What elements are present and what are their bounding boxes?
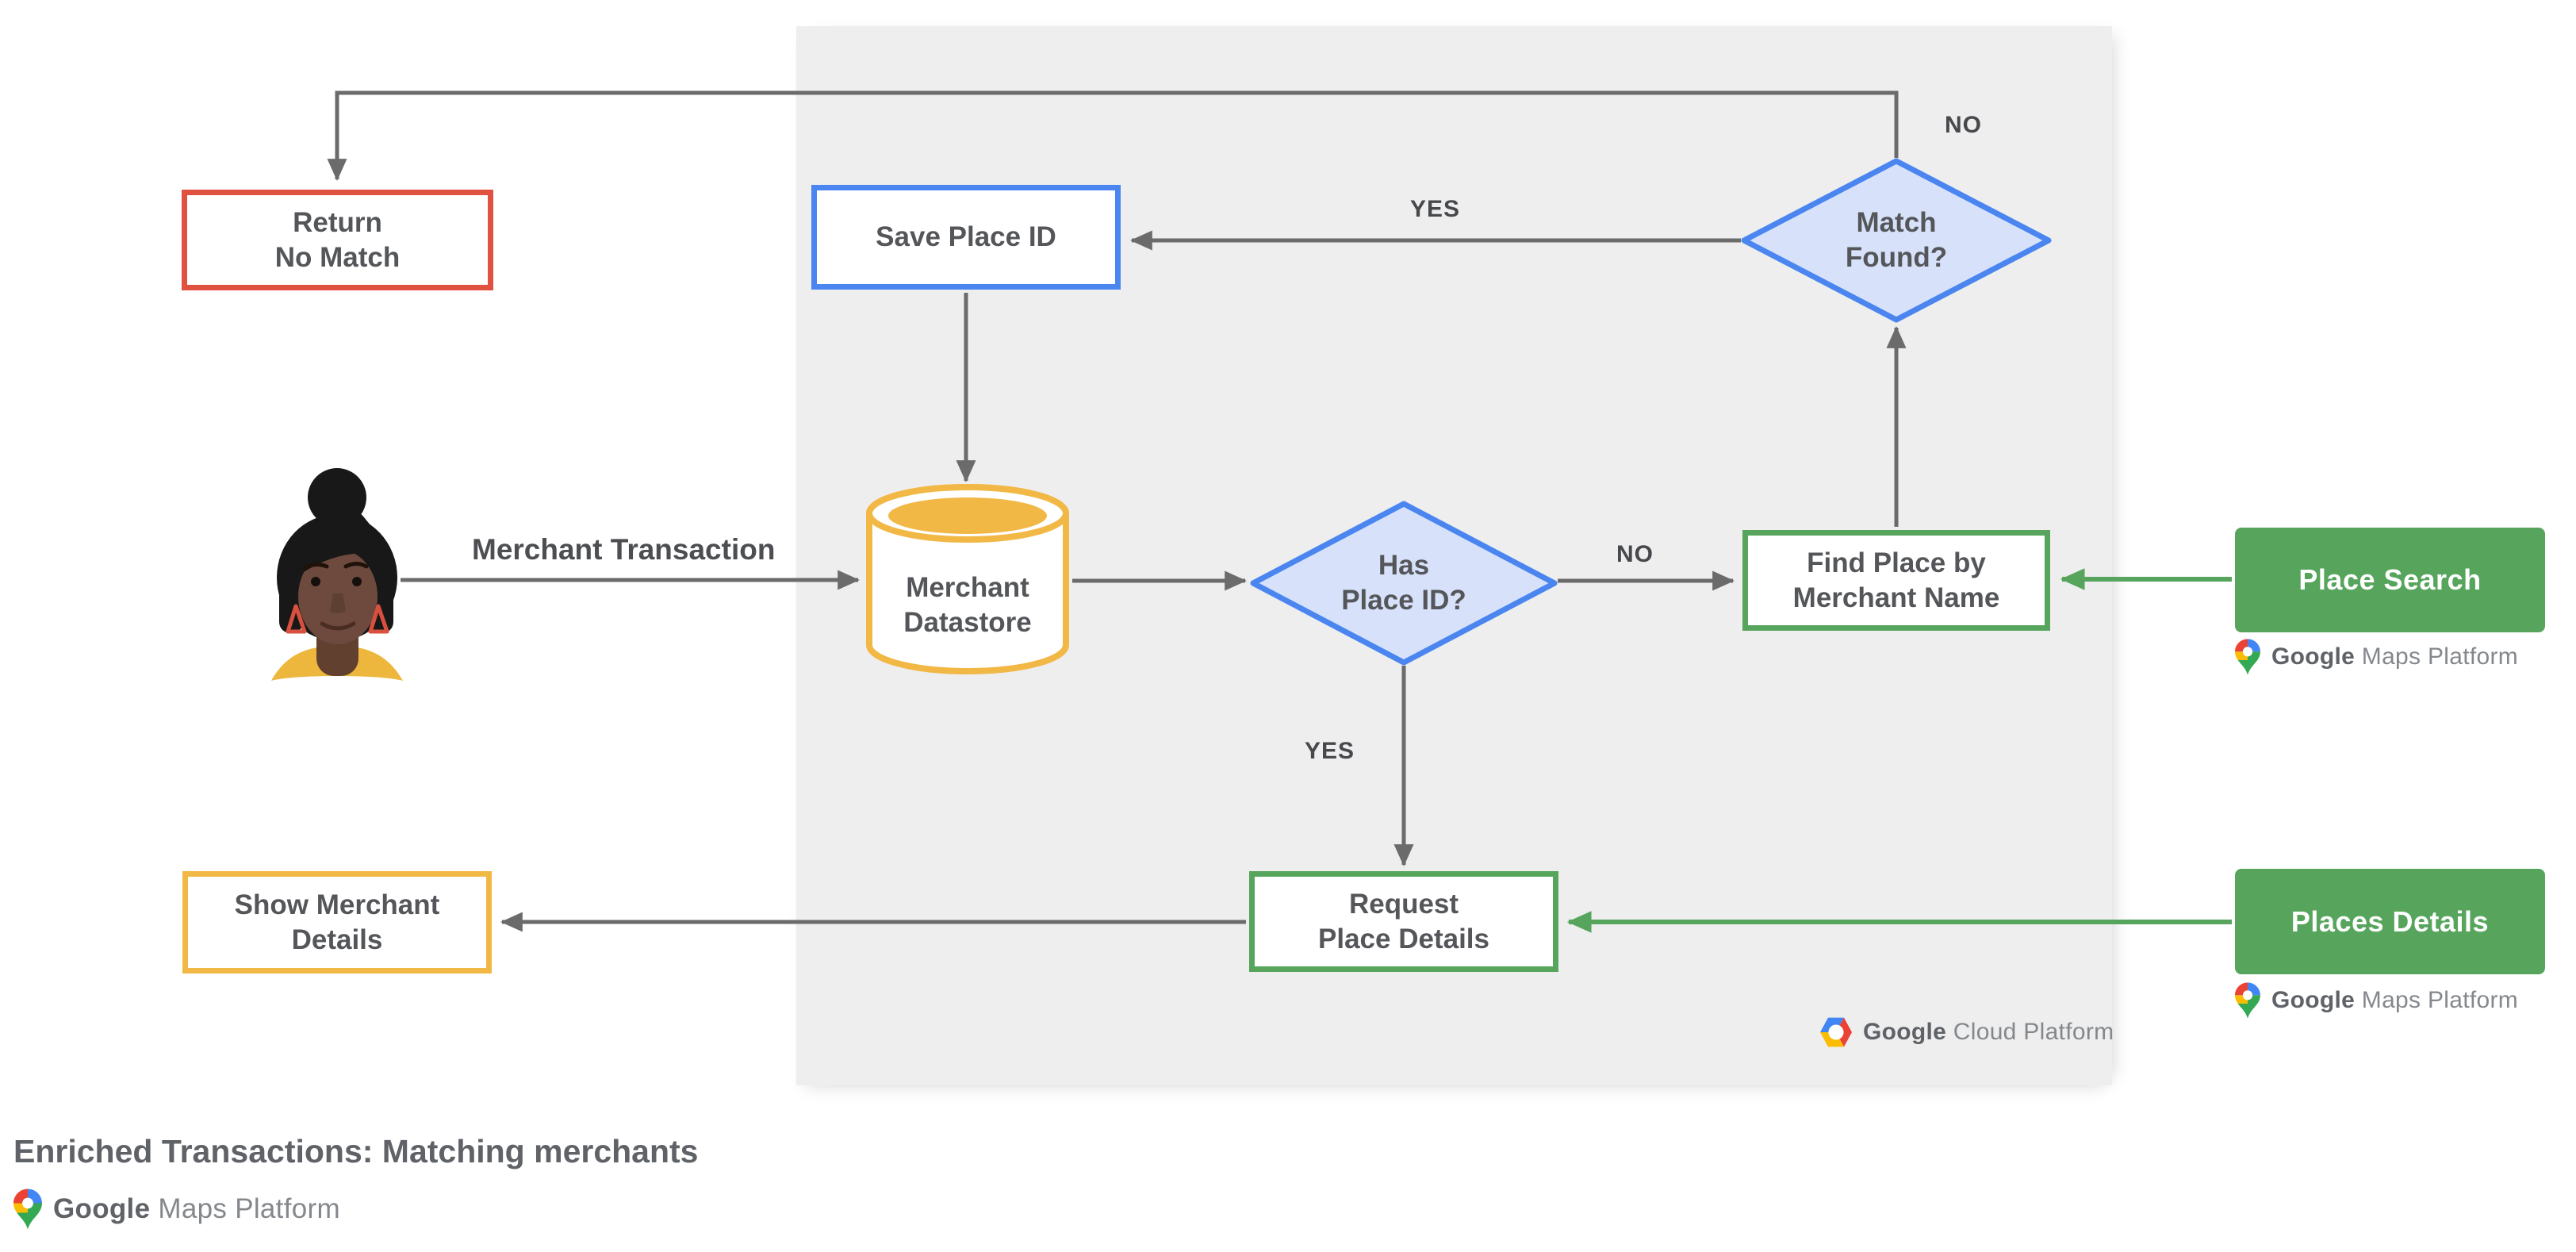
node-show-merchant-details: Show Merchant Details	[182, 871, 492, 974]
google-maps-pin-icon	[13, 1189, 42, 1230]
node-places-details-label: Places Details	[2290, 904, 2490, 938]
cylinder-top-inner	[888, 497, 1047, 534]
google-maps-platform-logo-place-search: Google Maps Platform	[2235, 639, 2518, 675]
node-request-place-details-label: Request Place Details	[1318, 888, 1489, 954]
page-title: Enriched Transactions: Matching merchant…	[13, 1133, 699, 1169]
google-maps-platform-logo-footer: Google Maps Platform	[13, 1189, 340, 1230]
google-cloud-platform-logo: Google Cloud Platform	[1820, 1016, 2114, 1048]
green-connectors	[1566, 568, 2232, 933]
merchant-transaction-label: Merchant Transaction	[472, 533, 776, 566]
edge-label-has-place-id-yes: YES	[1305, 738, 1355, 764]
google-cloud-icon	[1820, 1016, 1852, 1048]
logo-product-word: Maps Platform	[2361, 643, 2519, 670]
node-place-search-label: Place Search	[2298, 563, 2482, 596]
logo-google-word: Google	[2271, 987, 2356, 1013]
node-show-merchant-details-label: Show Merchant Details	[234, 889, 440, 955]
logo-text: Google Maps Platform	[2271, 643, 2518, 670]
node-save-place-id: Save Place ID	[811, 185, 1121, 290]
node-return-no-match-label: Return No Match	[274, 206, 401, 273]
merchant-datastore-cylinder	[866, 484, 1069, 674]
node-save-place-id-label: Save Place ID	[876, 221, 1056, 252]
node-place-search-api: Place Search	[2235, 528, 2545, 632]
gray-connectors	[327, 90, 1907, 932]
logo-product-word: Maps Platform	[2361, 987, 2519, 1013]
node-return-no-match: Return No Match	[182, 190, 493, 290]
google-maps-platform-logo-places-details: Google Maps Platform	[2235, 982, 2518, 1019]
edge-label-has-place-id-no: NO	[1616, 541, 1654, 567]
node-request-place-details: Request Place Details	[1249, 871, 1558, 972]
edge-label-match-found-yes: YES	[1410, 196, 1461, 222]
node-places-details-api: Places Details	[2235, 869, 2545, 974]
google-maps-pin-icon	[2235, 639, 2260, 675]
logo-product-word: Cloud Platform	[1953, 1019, 2114, 1045]
logo-google-word: Google	[2271, 643, 2356, 670]
merchant-user-avatar	[271, 468, 403, 681]
node-find-place-label: Find Place by Merchant Name	[1792, 547, 2000, 613]
google-maps-pin-icon	[2235, 982, 2260, 1019]
logo-google-word: Google	[53, 1193, 151, 1224]
match-found-diamond	[1741, 158, 2052, 323]
edge-match-found-no-to-return	[327, 90, 1899, 181]
node-find-place-by-merchant-name: Find Place by Merchant Name	[1742, 530, 2050, 631]
logo-product-word: Maps Platform	[158, 1193, 340, 1224]
has-place-id-diamond	[1250, 501, 1558, 666]
logo-text: Google Maps Platform	[53, 1193, 340, 1225]
logo-text: Google Cloud Platform	[1863, 1019, 2114, 1046]
edge-label-match-found-no: NO	[1945, 112, 1982, 138]
logo-text: Google Maps Platform	[2271, 987, 2518, 1014]
logo-google-word: Google	[1863, 1019, 1947, 1045]
